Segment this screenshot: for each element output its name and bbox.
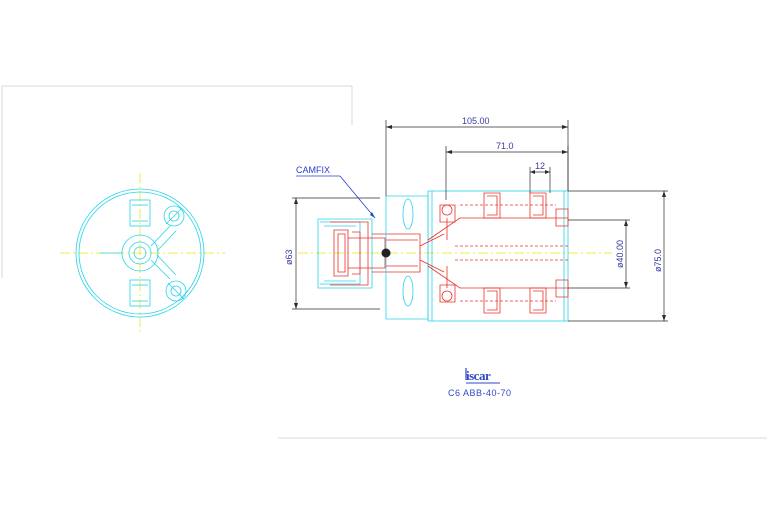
side-view [298, 190, 612, 322]
dimension-lines [292, 120, 668, 322]
iscar-logo: iscar [465, 368, 500, 384]
svg-text:iscar: iscar [466, 368, 491, 383]
dim-body-length: 71.0 [496, 141, 514, 151]
camfix-callout: CAMFIX [296, 165, 376, 219]
viewport-frame [1, 85, 767, 439]
dim-total-length: 105.00 [462, 116, 490, 126]
dim-bore-dia: ø40.00 [615, 240, 625, 268]
camfix-screw [381, 248, 391, 258]
tool-designation: C6 ABB-40-70 [448, 388, 512, 398]
camfix-label: CAMFIX [296, 165, 330, 175]
dim-body-dia: ø75.0 [653, 249, 663, 272]
dim-step: 12 [535, 161, 545, 171]
dim-shank-dia: ø63 [284, 249, 294, 265]
title-block: iscar C6 ABB-40-70 [448, 368, 512, 398]
dimension-labels: 105.00 71.0 12 ø63 ø40.00 ø75.0 [284, 116, 663, 272]
end-view [60, 173, 225, 333]
